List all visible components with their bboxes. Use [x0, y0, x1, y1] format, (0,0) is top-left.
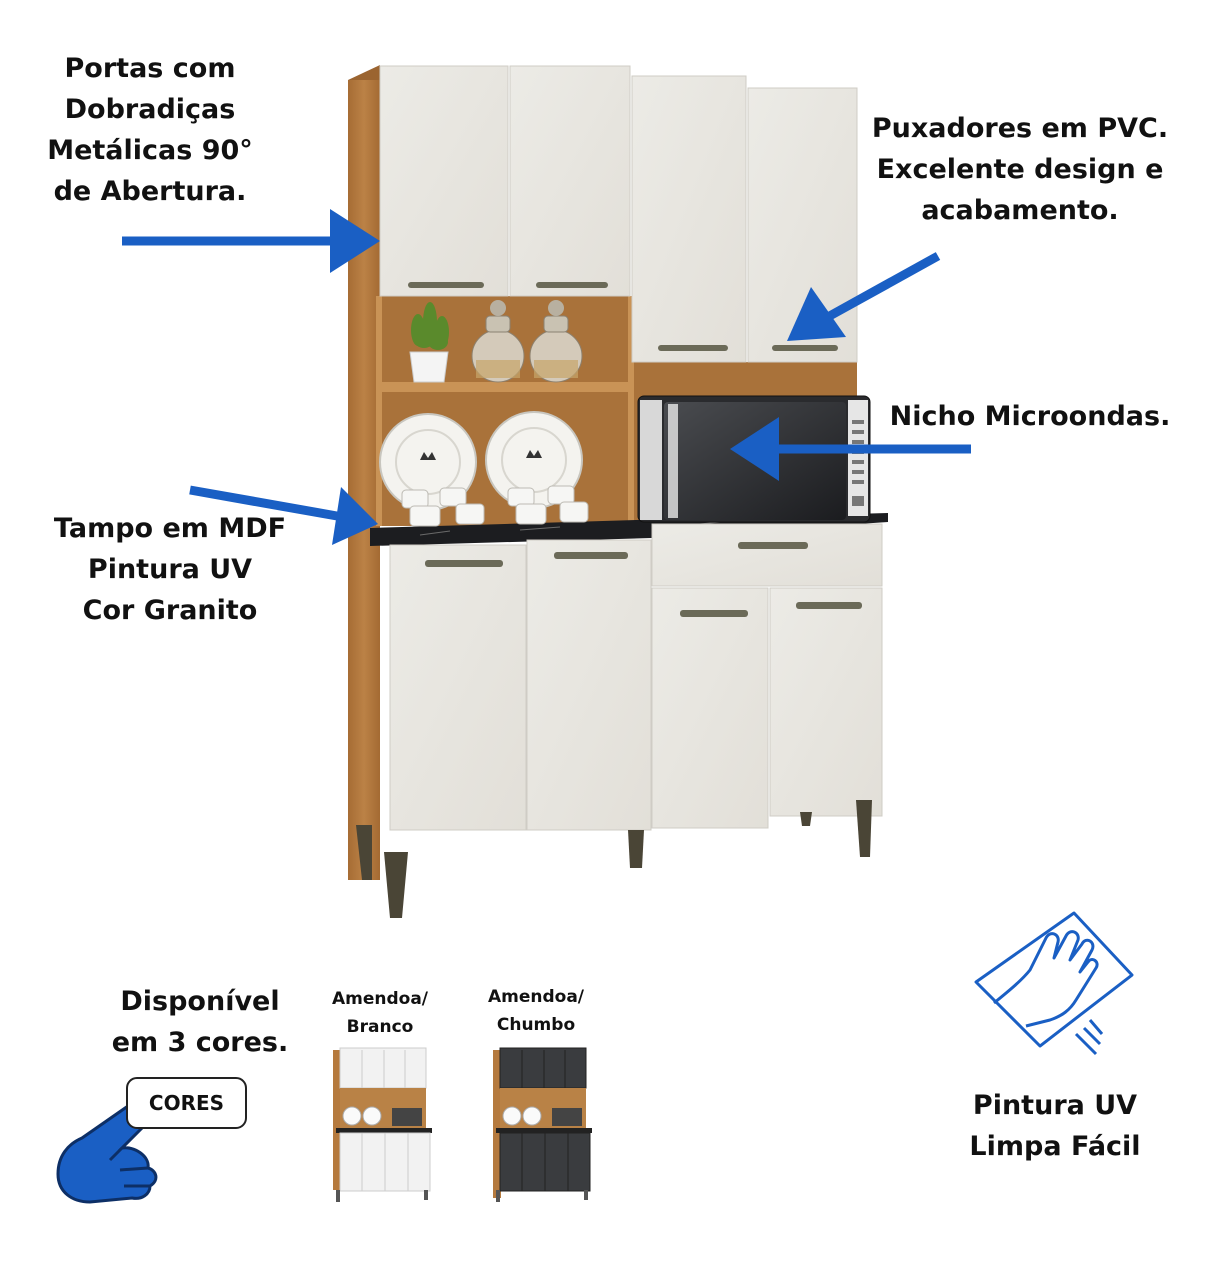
variant-label-chumbo: Amendoa/ Chumbo	[487, 987, 585, 1035]
upper-door-3	[631, 75, 747, 363]
label-portas: Portas com Dobradiças Metálicas 90° de A…	[47, 53, 253, 207]
handle	[408, 282, 484, 288]
handle	[796, 602, 862, 609]
cleaning-hand-icon	[974, 911, 1134, 1056]
arrow-icon	[122, 209, 380, 273]
handle	[772, 345, 838, 351]
lower-door-2	[526, 539, 652, 831]
plate-icon	[379, 413, 477, 511]
leg	[384, 852, 408, 918]
label-nicho: Nicho Microondas.	[889, 401, 1171, 432]
label-tampo: Tampo em MDF Pintura UV Cor Granito	[53, 513, 287, 626]
variant-thumb-chumbo	[493, 1047, 592, 1202]
arrow-icon	[787, 252, 941, 341]
handle	[658, 345, 728, 351]
arrow-icon	[189, 485, 378, 545]
upper-door-2	[509, 65, 631, 297]
leg	[628, 830, 644, 868]
label-disponivel: Disponível em 3 cores.	[111, 986, 289, 1058]
pointing-hand-icon	[56, 1102, 158, 1204]
handle	[536, 282, 608, 288]
leg	[856, 800, 872, 857]
arrow-icon	[730, 417, 971, 481]
cabinet	[348, 65, 888, 918]
handle	[738, 542, 808, 549]
drawer	[651, 523, 883, 587]
upper-door-1	[379, 65, 509, 297]
lower-door-4	[769, 587, 883, 817]
handle	[425, 560, 503, 567]
leg	[356, 825, 372, 880]
plant-icon	[409, 302, 449, 383]
lower-door-1	[389, 544, 527, 831]
label-puxadores: Puxadores em PVC. Excelente design e aca…	[871, 113, 1169, 226]
cup-icon	[401, 485, 589, 527]
variant-thumb-branco	[333, 1047, 432, 1202]
lower-door-3	[651, 587, 769, 829]
handle	[554, 552, 628, 559]
handle	[680, 610, 748, 617]
variant-label-branco: Amendoa/ Branco	[331, 989, 429, 1037]
leg	[800, 812, 812, 826]
jar-icon	[529, 300, 583, 383]
jar-icon	[471, 300, 525, 383]
cores-button[interactable]: CORES	[126, 1077, 247, 1129]
label-pintura: Pintura UV Limpa Fácil	[969, 1090, 1141, 1162]
